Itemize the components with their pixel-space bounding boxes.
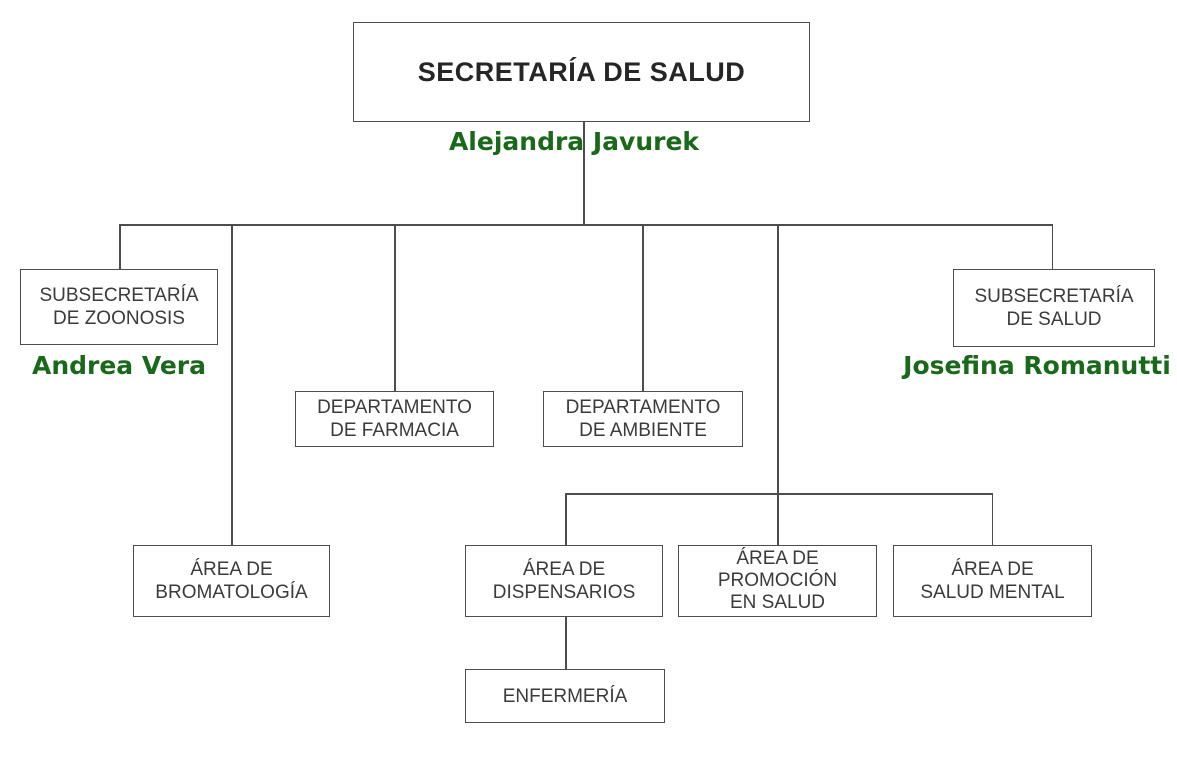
node-subsecretaria-de-zoonosis: SUBSECRETARÍA DE ZOONOSIS (20, 269, 218, 345)
connector-bus-level1 (119, 224, 1053, 226)
connector-drop-zoonosis (119, 224, 121, 269)
node-label-line: DE ZOONOSIS (53, 308, 185, 329)
node-label-line: SUBSECRETARÍA (974, 286, 1134, 307)
node-area-de-dispensarios: ÁREA DE DISPENSARIOS (465, 545, 663, 617)
connector-drop-enfermeria (565, 617, 567, 669)
connector-bus-level2 (565, 493, 993, 495)
node-label-line: DE SALUD (1006, 309, 1102, 330)
node-label-line: SUBSECRETARÍA (39, 285, 199, 306)
node-label-line: EN SALUD (729, 592, 826, 613)
node-departamento-de-ambiente: DEPARTAMENTO DE AMBIENTE (543, 391, 743, 447)
node-label-line: ÁREA DE (190, 559, 273, 580)
node-label-line: DE AMBIENTE (579, 420, 707, 441)
connector-drop-farmacia (394, 224, 396, 391)
node-enfermeria: ENFERMERÍA (465, 669, 665, 723)
connector-root-drop (583, 122, 585, 224)
node-label-line: ÁREA DE (951, 559, 1034, 580)
node-label-line: DEPARTAMENTO (317, 397, 472, 418)
node-label-line: PROMOCIÓN (717, 570, 838, 591)
node-label: ENFERMERÍA (502, 685, 628, 707)
person-name-subsalud: Josefina Romanutti (903, 351, 1171, 380)
connector-drop-promocion (777, 224, 779, 545)
connector-drop-ambiente (642, 224, 644, 391)
node-label-line: DEPARTAMENTO (565, 397, 721, 418)
connector-drop-dispensarios (565, 493, 567, 545)
node-label-line: ÁREA DE (736, 548, 819, 569)
node-label-line: DISPENSARIOS (492, 582, 636, 603)
node-area-de-bromatologia: ÁREA DE BROMATOLOGÍA (133, 545, 330, 617)
node-departamento-de-farmacia: DEPARTAMENTO DE FARMACIA (295, 391, 494, 447)
person-name-secretaria: Alejandra Javurek (448, 127, 700, 156)
node-secretaria-de-salud: SECRETARÍA DE SALUD (353, 22, 810, 122)
node-area-de-promocion-en-salud: ÁREA DE PROMOCIÓN EN SALUD (678, 545, 877, 617)
connector-drop-subsalud (1051, 224, 1053, 269)
connector-drop-bromatologia (231, 224, 233, 545)
person-name-zoonosis: Andrea Vera (31, 351, 207, 380)
node-label-line: SALUD MENTAL (920, 582, 1065, 603)
node-label-line: DE FARMACIA (330, 420, 459, 441)
node-label: SECRETARÍA DE SALUD (417, 56, 746, 87)
node-label-line: BROMATOLOGÍA (155, 582, 308, 603)
node-subsecretaria-de-salud: SUBSECRETARÍA DE SALUD (953, 269, 1155, 347)
node-label-line: ÁREA DE (522, 559, 606, 580)
connector-drop-saludmental (991, 493, 993, 545)
node-area-de-salud-mental: ÁREA DE SALUD MENTAL (893, 545, 1092, 617)
